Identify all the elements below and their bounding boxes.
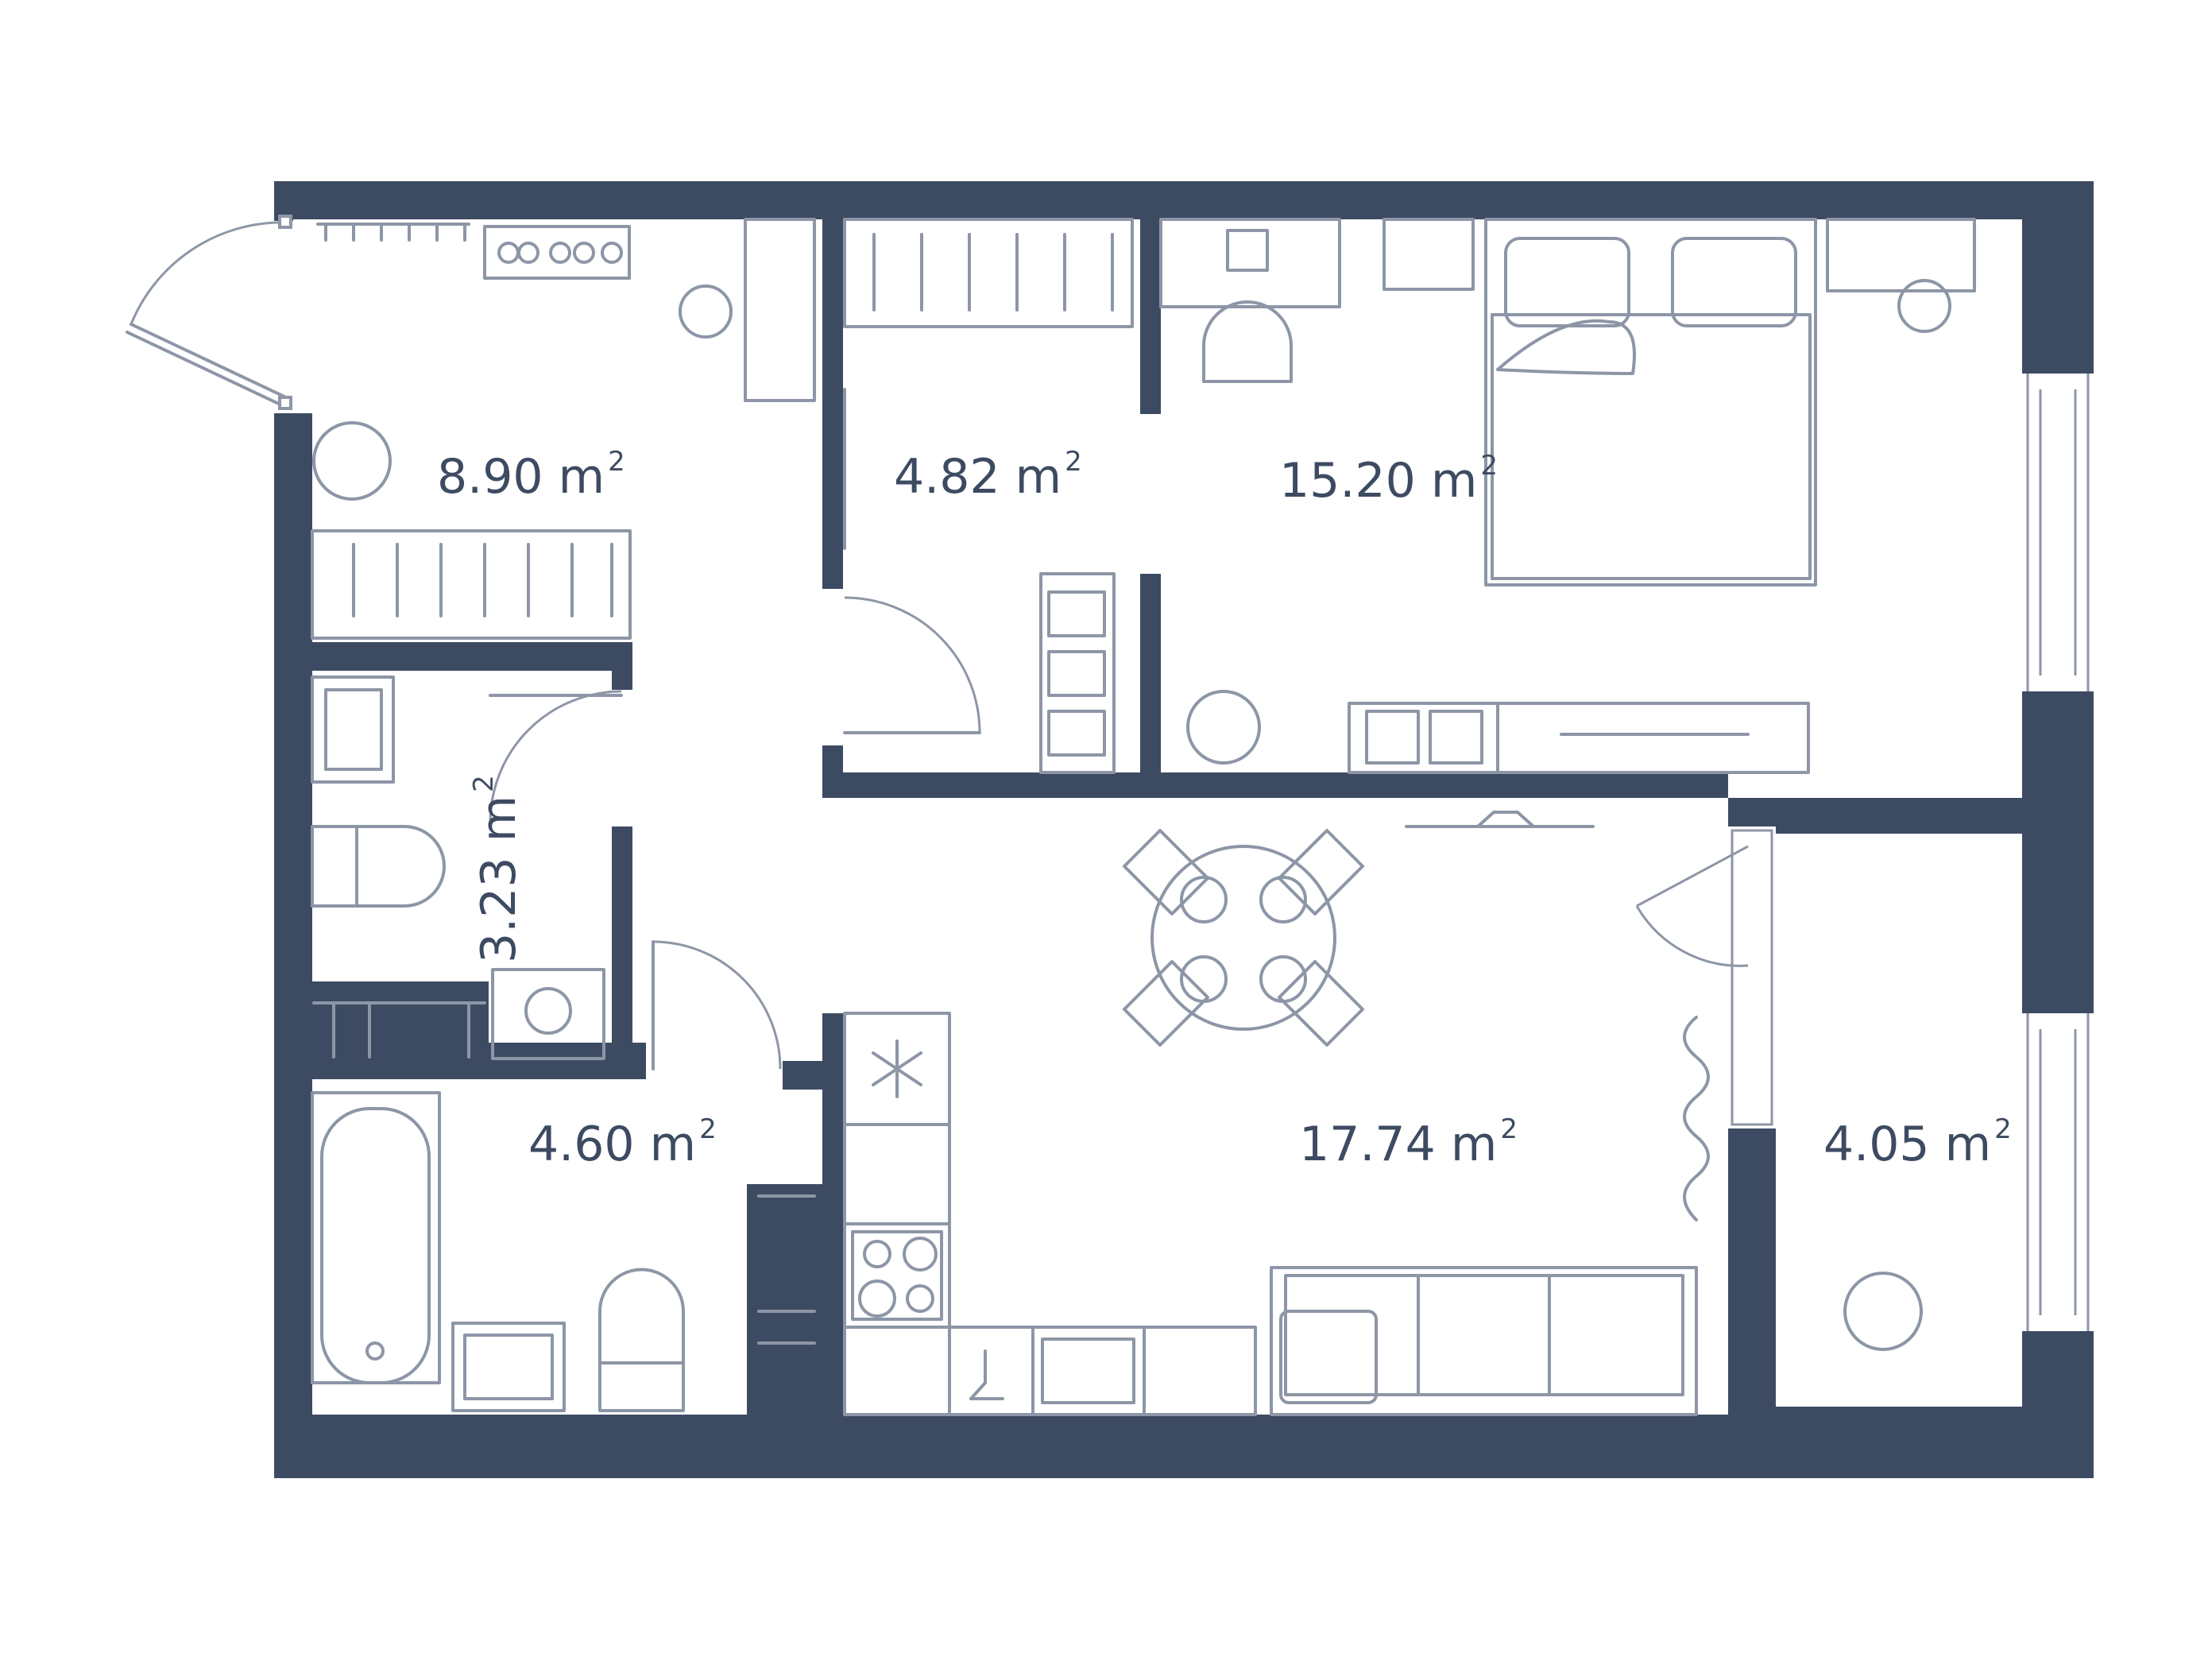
- walls: [274, 181, 2094, 1478]
- entrance-door: [126, 215, 292, 410]
- living-kitchen-furniture: [843, 811, 1749, 1416]
- room-area-wc: 3.23 m2: [468, 775, 527, 963]
- wardrobe-furniture: [843, 218, 1134, 774]
- balcony-decor: [1843, 1272, 1923, 1351]
- bedroom-furniture: [1159, 218, 1976, 774]
- hallway-furniture: [311, 218, 816, 823]
- bathroom-fixtures: [311, 940, 816, 1412]
- windows: [1728, 374, 2094, 1331]
- wc-fixtures: [311, 676, 605, 1060]
